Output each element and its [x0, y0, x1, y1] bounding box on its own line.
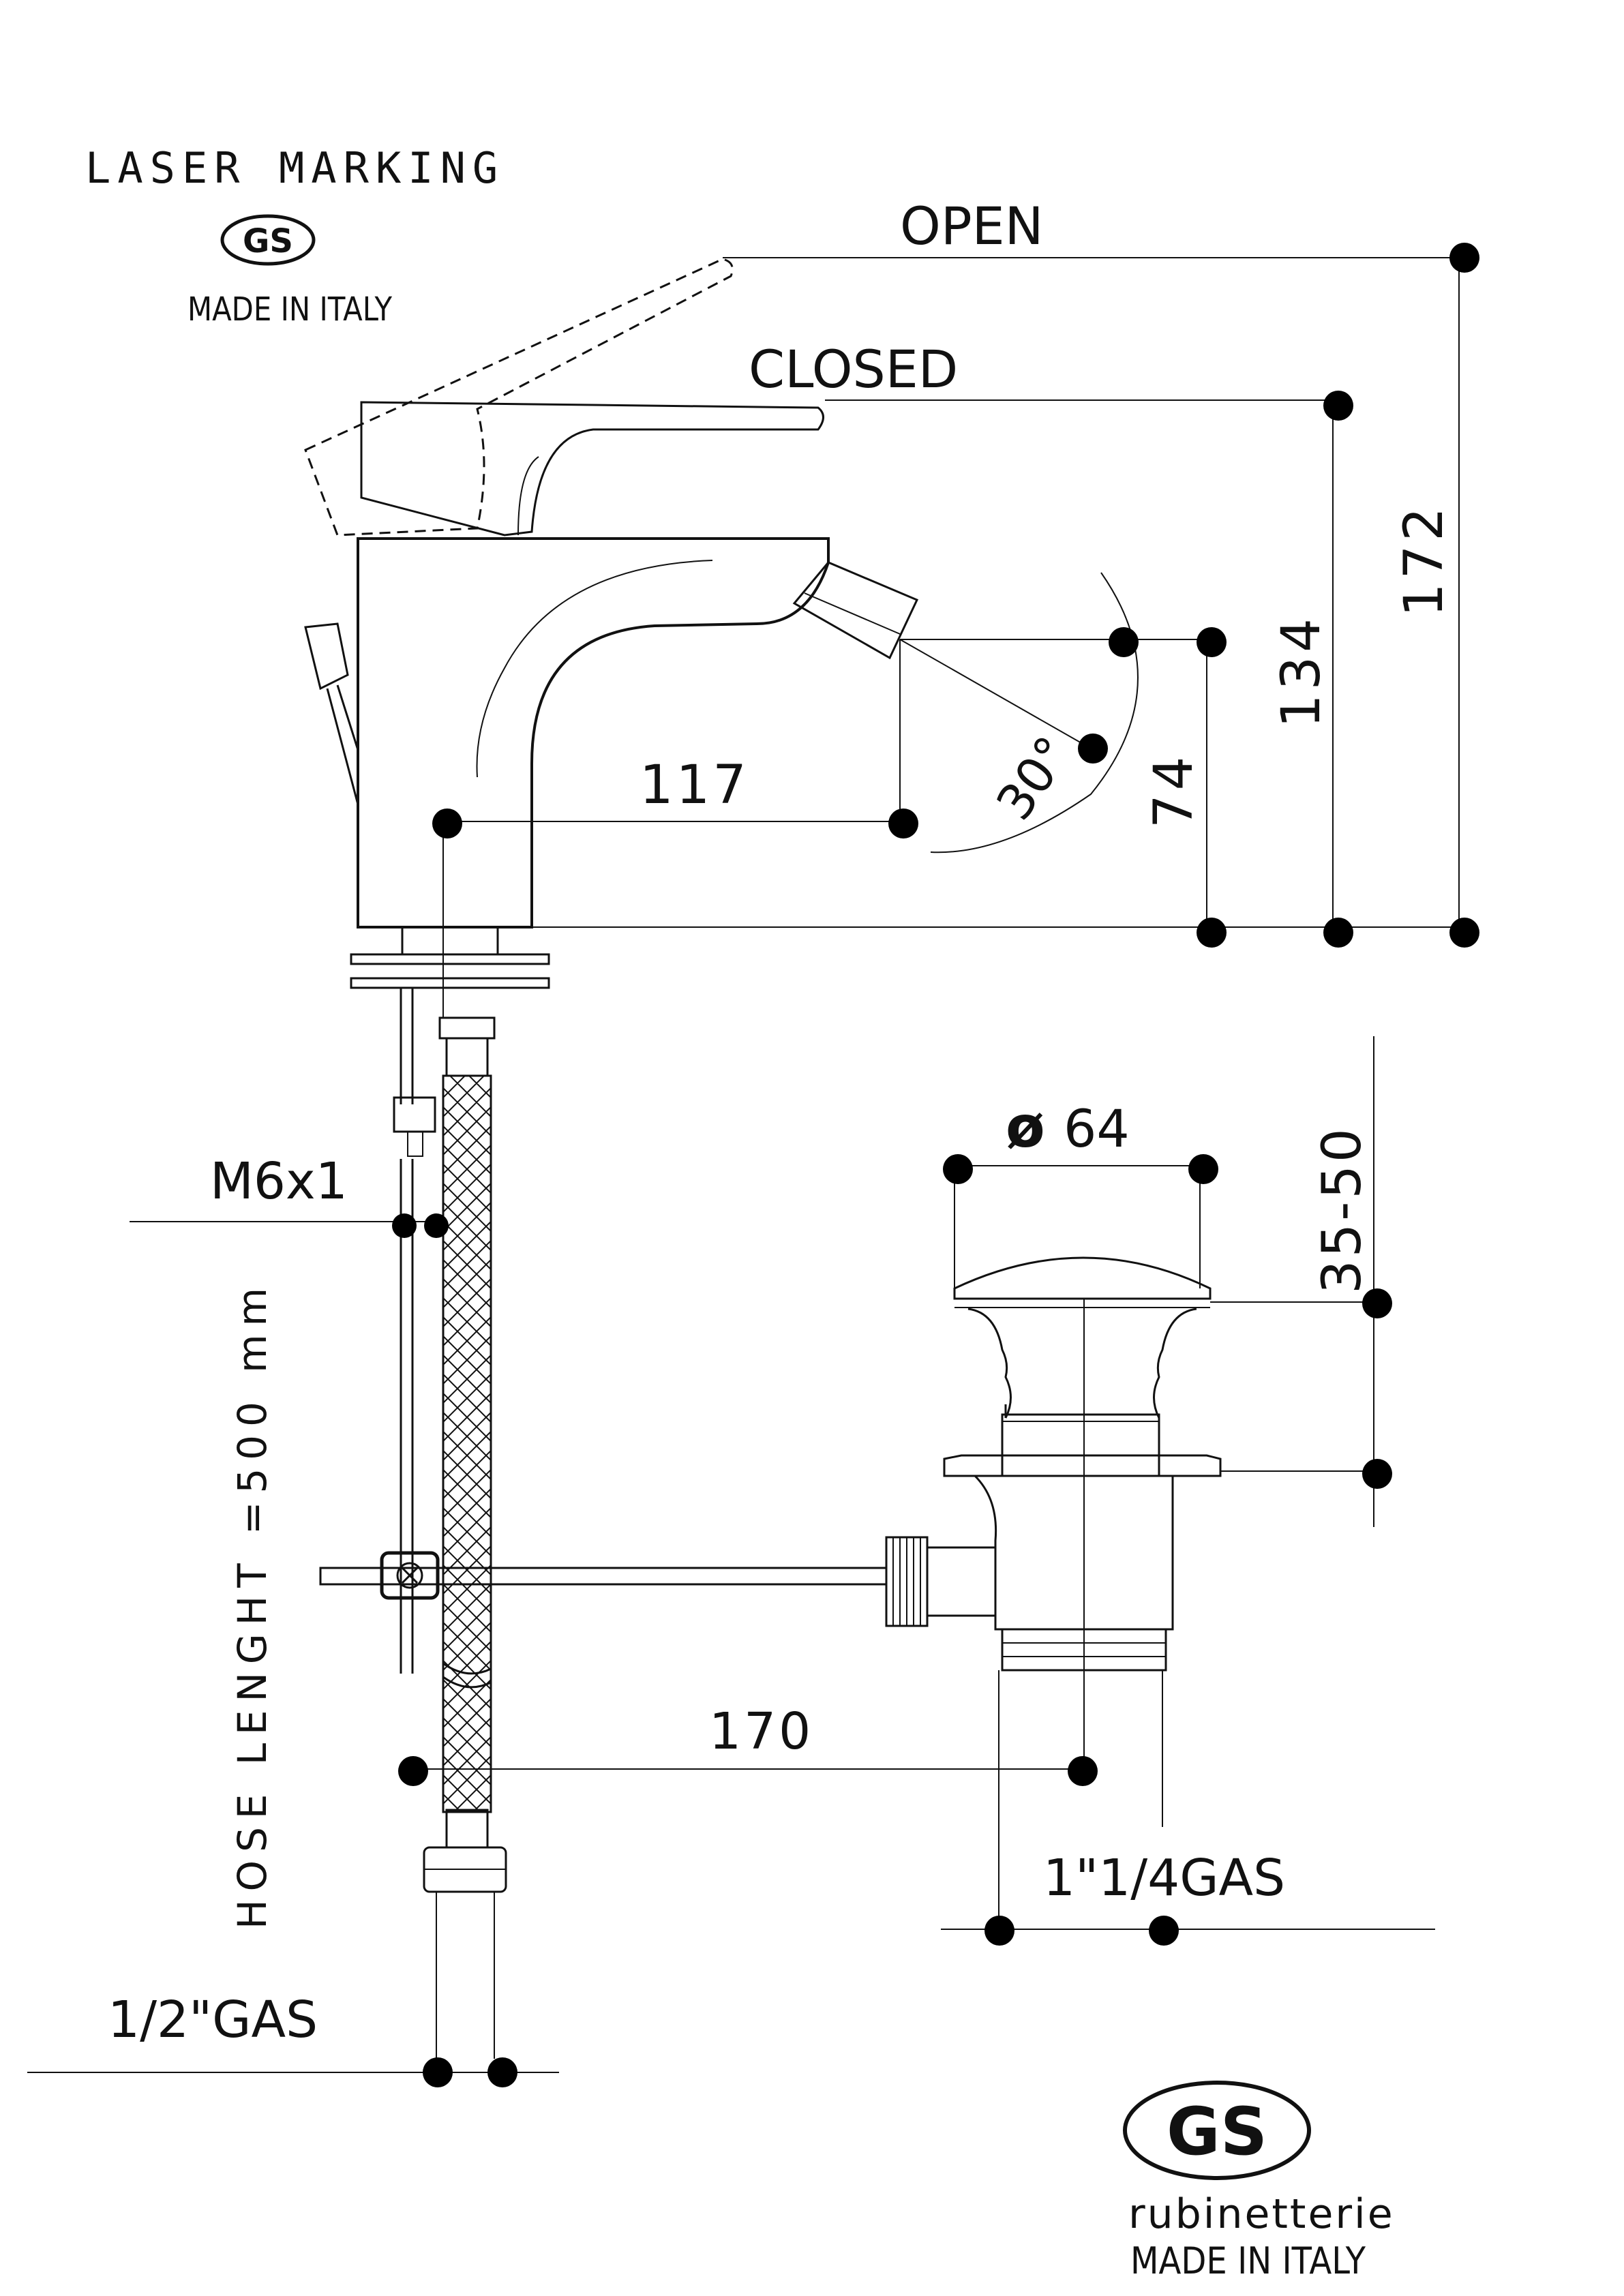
dim-m6x1: M6x1 [210, 1152, 348, 1211]
dim-74: 74 [1143, 753, 1205, 828]
base-washer-upper [350, 953, 550, 965]
hose-fitting-top [438, 1016, 496, 1040]
dim-117: 117 [640, 755, 749, 816]
mixer-body [357, 537, 830, 928]
dim-inlet-thread: 1/2"GAS [108, 1991, 318, 2049]
closed-lever [360, 401, 824, 537]
dim-waste-thread: 1"1/4GAS [1043, 1849, 1285, 1907]
laser-marking-label: LASER MARKING [85, 143, 505, 193]
open-lever-outline [304, 258, 734, 537]
dim-diameter-symbol: ø [1006, 1093, 1045, 1160]
brand-made-in-italy: MADE IN ITALY [1130, 2239, 1366, 2282]
base-washer-lower [350, 977, 550, 989]
hose-braiding [443, 1076, 491, 1812]
waste-flange [943, 1454, 1222, 1477]
dim-hose-length: HOSE LENGHT =500 mm [229, 1282, 275, 1929]
bidet-spray-nozzle [792, 561, 919, 660]
gs-logo: GS [1123, 2081, 1311, 2180]
closed-label: CLOSED [749, 339, 958, 399]
laser-marking-block: LASER MARKING GS MADE IN ITALY [85, 143, 505, 329]
brand-name: rubinetterie [1128, 2190, 1395, 2238]
dimension-lines [27, 257, 1460, 2073]
dim-172: 172 [1394, 503, 1455, 617]
popup-waste [885, 1256, 1222, 1672]
dimension-dots [392, 243, 1479, 2087]
gs-logo-text: GS [1167, 2094, 1267, 2170]
flexible-braided-hose [442, 1074, 492, 1813]
hoses-and-rod [319, 988, 888, 2059]
dim-diameter-64: 64 [1064, 1098, 1130, 1159]
small-gs-logo-text: GS [243, 222, 293, 260]
dim-angle-30: 30° [985, 726, 1082, 830]
open-label: OPEN [900, 196, 1044, 256]
brand-block: GS rubinetterie MADE IN ITALY [1123, 2081, 1395, 2282]
waste-cap [953, 1256, 1212, 1300]
dim-170: 170 [709, 1702, 813, 1761]
small-gs-logo: GS [220, 214, 316, 266]
dim-35-50: 35-50 [1312, 1126, 1373, 1294]
rod-clamp [380, 1551, 440, 1600]
dimension-labels: OPEN CLOSED 172 134 74 117 30° ø 64 35-5… [108, 196, 1455, 2049]
popup-knob [304, 622, 349, 691]
marking-made-in-italy: MADE IN ITALY [187, 290, 393, 329]
mixer-faucet [304, 258, 919, 989]
dim-134: 134 [1271, 614, 1332, 728]
